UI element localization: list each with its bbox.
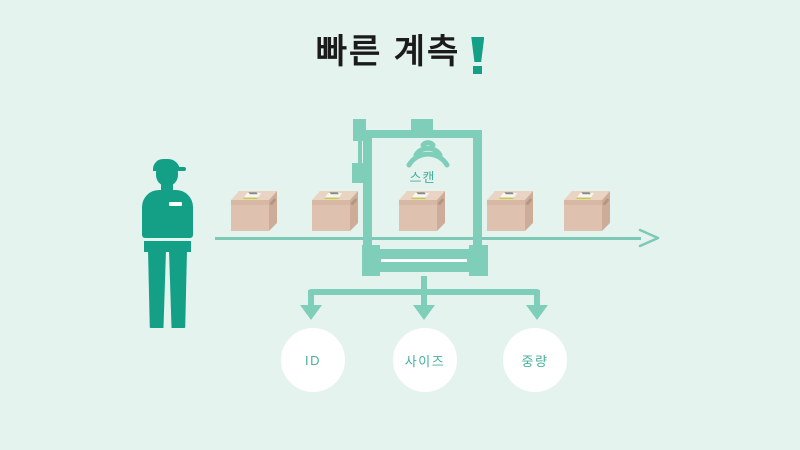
scan-label: 스캔 (409, 170, 436, 185)
arrow-down-icon (300, 305, 322, 320)
arrow-down-icon (526, 305, 548, 320)
scale-support-right (469, 245, 488, 276)
output-label: ID (305, 352, 321, 368)
package-box (399, 191, 445, 231)
worker-badge (169, 202, 182, 206)
arrow-down-icon (413, 305, 435, 320)
output-circle-id: ID (281, 328, 345, 392)
scale-support-left (362, 245, 380, 276)
worker-head (156, 162, 178, 186)
output-label: 사이즈 (404, 353, 446, 369)
scanner-gate (363, 130, 482, 246)
package-box (312, 191, 358, 231)
scanner-pole-top (353, 119, 366, 141)
page-title: 빠른 계측 ! (0, 32, 800, 74)
worker-figure (140, 159, 195, 328)
worker-torso (142, 190, 193, 238)
output-circle-weight: 중량 (503, 328, 567, 392)
package-box (564, 191, 610, 231)
title-text: 빠른 계측 (315, 33, 461, 71)
package-box (231, 191, 277, 231)
output-circle-size: 사이즈 (393, 328, 457, 392)
branch-stem (421, 276, 427, 291)
exclamation-mark-icon: ! (471, 37, 485, 74)
conveyor-line (215, 237, 641, 240)
output-label: 중량 (521, 353, 549, 369)
conveyor-arrow-icon (638, 228, 660, 248)
scanner-camera-mount (411, 119, 433, 132)
scan-signal-icon (406, 140, 450, 168)
package-box (487, 191, 533, 231)
scanner-pole-block (352, 163, 370, 183)
branch-line (308, 289, 540, 295)
